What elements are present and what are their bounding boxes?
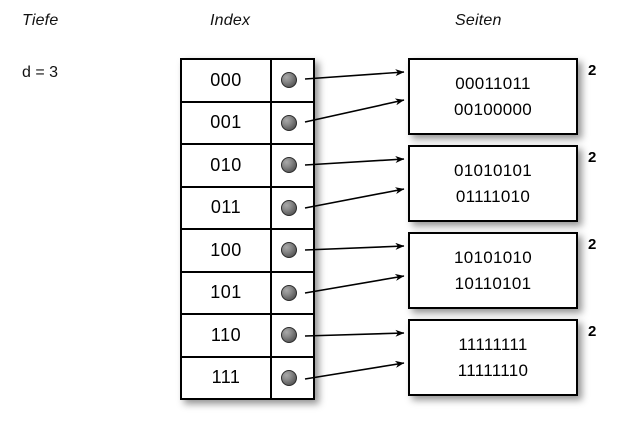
page-record-count: 2	[588, 149, 597, 166]
pointer-dot-icon	[281, 284, 297, 301]
pointer-arrow-001	[304, 98, 405, 123]
index-pointer-cell[interactable]	[272, 230, 313, 271]
pointer-dot-icon	[281, 157, 297, 174]
index-row[interactable]: 011	[182, 187, 313, 230]
column-heading-pages: Seiten	[455, 12, 502, 29]
page-record: 01111010	[455, 186, 531, 206]
page-box[interactable]: 01010101 01111010	[408, 145, 578, 222]
pointer-arrow-101	[304, 274, 405, 294]
index-pointer-cell[interactable]	[272, 60, 313, 101]
index-key: 110	[182, 315, 272, 356]
index-row[interactable]: 110	[182, 315, 313, 358]
pointer-dot-icon	[281, 114, 297, 131]
index-key: 001	[182, 102, 272, 143]
index-key: 101	[182, 272, 272, 313]
column-heading-depth: Tiefe	[22, 12, 59, 29]
pointer-dot-icon	[281, 242, 297, 259]
column-heading-index: Index	[210, 12, 251, 29]
page-record: 10110101	[454, 273, 532, 293]
index-table: 000 001 010 011 100 101 110	[180, 58, 315, 400]
depth-value-label: d = 3	[22, 64, 59, 81]
page-record: 00011011	[455, 73, 531, 93]
index-row[interactable]: 100	[182, 230, 313, 273]
index-row[interactable]: 111	[182, 357, 313, 399]
index-key: 100	[182, 230, 272, 271]
index-key: 111	[182, 357, 272, 398]
page-box[interactable]: 11111111 11111110	[408, 319, 578, 396]
index-key: 010	[182, 145, 272, 186]
page-record: 10101010	[453, 247, 533, 267]
pointer-arrow-110	[304, 329, 405, 337]
pointer-arrow-100	[304, 242, 405, 251]
page-record: 11111111	[458, 334, 528, 354]
index-row[interactable]: 010	[182, 145, 313, 188]
index-pointer-cell[interactable]	[272, 358, 313, 399]
pointer-arrow-000	[304, 69, 405, 80]
pointer-dot-icon	[281, 199, 297, 216]
page-box[interactable]: 00011011 00100000	[408, 58, 578, 135]
pointer-arrow-011	[304, 187, 405, 209]
pointer-dot-icon	[281, 369, 297, 386]
index-key: 000	[182, 60, 272, 101]
index-pointer-cell[interactable]	[272, 103, 313, 144]
page-record: 01010101	[453, 160, 533, 180]
page-box[interactable]: 10101010 10110101	[408, 232, 578, 309]
index-pointer-cell[interactable]	[272, 188, 313, 229]
pointer-arrow-111	[304, 360, 405, 380]
index-pointer-cell[interactable]	[272, 145, 313, 186]
index-row[interactable]: 101	[182, 272, 313, 315]
page-record-count: 2	[588, 236, 597, 253]
index-pointer-cell[interactable]	[272, 273, 313, 314]
page-record-count: 2	[588, 323, 597, 340]
pointer-arrow-010	[304, 156, 405, 166]
index-row[interactable]: 001	[182, 102, 313, 145]
page-record: 00100000	[453, 99, 533, 119]
page-record: 11111110	[457, 360, 529, 380]
pointer-dot-icon	[281, 327, 297, 344]
page-record-count: 2	[588, 62, 597, 79]
index-key: 011	[182, 187, 272, 228]
index-pointer-cell[interactable]	[272, 315, 313, 356]
pointer-dot-icon	[281, 72, 297, 89]
index-row[interactable]: 000	[182, 60, 313, 103]
